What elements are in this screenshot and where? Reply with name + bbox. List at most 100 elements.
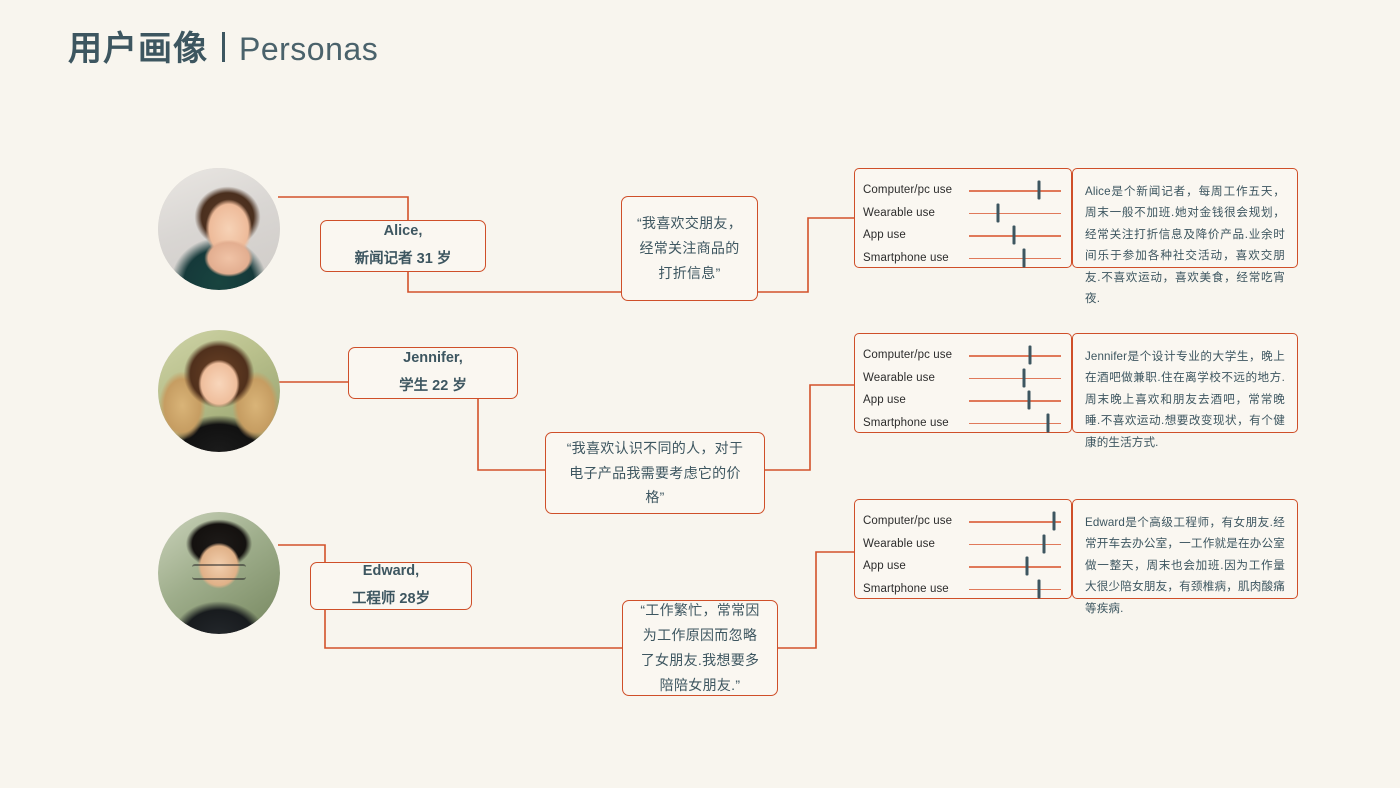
- chart-label-wearable: Wearable use: [863, 537, 935, 550]
- chart-label-wearable: Wearable use: [863, 206, 935, 219]
- track-line: [969, 190, 1061, 192]
- connector-edward-name-to-quote: [324, 610, 622, 649]
- chart-row: Computer/pc use: [863, 179, 1061, 202]
- chart-label-app: App use: [863, 229, 906, 242]
- usage-chart-alice[interactable]: Computer/pc use Wearable use App use Sma…: [854, 168, 1072, 268]
- connector-alice-photo-to-name: [278, 196, 409, 220]
- track-line: [969, 400, 1061, 402]
- persona-name-jennifer: Jennifer,: [403, 350, 463, 367]
- persona-description-jennifer: Jennifer是个设计专业的大学生，晚上在酒吧做兼职.住在离学校不远的地方.周…: [1072, 333, 1298, 449]
- connector-edward-photo-to-name: [278, 544, 326, 562]
- persona-description-text-edward: Edward是个高级工程师，有女朋友.经常开车去办公室，一工作就是在办公室做一整…: [1085, 516, 1285, 615]
- persona-role-edward: 工程师 28岁: [351, 591, 431, 607]
- persona-quote-edward: “工作繁忙，常常因为工作原因而忽略了女朋友.我想要多陪陪女朋友.”: [640, 602, 760, 693]
- chart-track-app[interactable]: [969, 555, 1061, 577]
- track-line: [969, 355, 1061, 357]
- persona-quote-jennifer: “我喜欢认识不同的人，对于电子产品我需要考虑它的价格”: [566, 439, 744, 506]
- chart-row: Computer/pc use: [863, 510, 1061, 533]
- chart-label-computer: Computer/pc use: [863, 349, 953, 362]
- chart-track-wearable[interactable]: [969, 202, 1061, 224]
- usage-chart-jennifer[interactable]: Computer/pc use Wearable use App use Sma…: [854, 333, 1072, 433]
- chart-marker-computer[interactable]: [1037, 180, 1041, 200]
- persona-quote-alice: “我喜欢交朋友，经常关注商品的打折信息”: [636, 215, 743, 281]
- chart-marker-app[interactable]: [1012, 225, 1016, 245]
- connector-edward-quote-to-chart: [778, 551, 854, 649]
- chart-row: App use: [863, 555, 1061, 578]
- chart-label-wearable: Wearable use: [863, 371, 935, 384]
- track-line: [969, 543, 1061, 546]
- chart-track-wearable[interactable]: [969, 533, 1061, 555]
- connector-alice-name-to-quote: [407, 272, 621, 293]
- track-line: [969, 257, 1061, 260]
- chart-label-app: App use: [863, 560, 906, 573]
- persona-name-box-edward[interactable]: Edward, 工程师 28岁: [310, 562, 472, 610]
- persona-name-edward: Edward,: [362, 563, 420, 580]
- chart-marker-app[interactable]: [1025, 556, 1029, 576]
- chart-row: Computer/pc use: [863, 344, 1061, 367]
- chart-row: Smartphone use: [863, 578, 1061, 601]
- chart-label-computer: Computer/pc use: [863, 515, 953, 528]
- connector-jennifer-quote-to-chart: [765, 384, 854, 471]
- page-title-cn: 用户画像: [68, 30, 208, 68]
- jennifer-avatar: [158, 330, 280, 452]
- persona-name-alice: Alice,: [383, 223, 423, 240]
- chart-track-app[interactable]: [969, 224, 1061, 246]
- connector-jennifer-name-to-quote: [477, 399, 545, 471]
- track-line: [969, 566, 1061, 568]
- chart-marker-computer[interactable]: [1052, 511, 1056, 531]
- chart-row: Wearable use: [863, 202, 1061, 225]
- persona-description-edward: Edward是个高级工程师，有女朋友.经常开车去办公室，一工作就是在办公室做一整…: [1072, 499, 1298, 615]
- persona-quote-box-jennifer[interactable]: “我喜欢认识不同的人，对于电子产品我需要考虑它的价格”: [545, 432, 765, 514]
- track-line: [969, 422, 1061, 425]
- page-title: 用户画像 Personas: [68, 30, 378, 66]
- chart-marker-wearable[interactable]: [996, 203, 1000, 223]
- chart-track-smartphone[interactable]: [969, 412, 1061, 434]
- chart-track-smartphone[interactable]: [969, 247, 1061, 269]
- chart-row: Wearable use: [863, 533, 1061, 556]
- connector-alice-quote-to-chart: [758, 217, 854, 293]
- page-title-en: Personas: [239, 31, 379, 67]
- chart-track-computer[interactable]: [969, 510, 1061, 532]
- chart-row: App use: [863, 224, 1061, 247]
- track-line: [969, 588, 1061, 591]
- chart-row: Wearable use: [863, 367, 1061, 390]
- chart-marker-smartphone[interactable]: [1037, 579, 1041, 599]
- chart-track-smartphone[interactable]: [969, 578, 1061, 600]
- edward-avatar: [158, 512, 280, 634]
- persona-role-jennifer: 学生 22 岁: [399, 378, 467, 394]
- persona-name-box-alice[interactable]: Alice, 新闻记者 31 岁: [320, 220, 486, 272]
- chart-label-app: App use: [863, 394, 906, 407]
- usage-chart-edward[interactable]: Computer/pc use Wearable use App use Sma…: [854, 499, 1072, 599]
- chart-track-computer[interactable]: [969, 344, 1061, 366]
- persona-description-text-alice: Alice是个新闻记者，每周工作五天，周末一般不加班.她对金钱很会规划，经常关注…: [1085, 185, 1285, 306]
- chart-label-smartphone: Smartphone use: [863, 251, 949, 264]
- chart-track-computer[interactable]: [969, 179, 1061, 201]
- track-line: [969, 521, 1061, 523]
- chart-marker-smartphone[interactable]: [1022, 248, 1026, 268]
- persona-quote-box-edward[interactable]: “工作繁忙，常常因为工作原因而忽略了女朋友.我想要多陪陪女朋友.”: [622, 600, 778, 696]
- chart-label-smartphone: Smartphone use: [863, 416, 949, 429]
- persona-description-text-jennifer: Jennifer是个设计专业的大学生，晚上在酒吧做兼职.住在离学校不远的地方.周…: [1085, 350, 1285, 449]
- edward-photo: [158, 512, 280, 634]
- alice-photo: [158, 168, 280, 290]
- persona-quote-box-alice[interactable]: “我喜欢交朋友，经常关注商品的打折信息”: [621, 196, 758, 301]
- chart-label-smartphone: Smartphone use: [863, 582, 949, 595]
- chart-row: Smartphone use: [863, 412, 1061, 435]
- alice-avatar: [158, 168, 280, 290]
- title-separator: [222, 32, 225, 62]
- persona-description-alice: Alice是个新闻记者，每周工作五天，周末一般不加班.她对金钱很会规划，经常关注…: [1072, 168, 1298, 305]
- chart-track-wearable[interactable]: [969, 367, 1061, 389]
- chart-marker-wearable[interactable]: [1042, 534, 1046, 554]
- chart-marker-wearable[interactable]: [1022, 368, 1026, 388]
- chart-track-app[interactable]: [969, 389, 1061, 411]
- chart-row: Smartphone use: [863, 247, 1061, 270]
- chart-marker-computer[interactable]: [1028, 345, 1032, 365]
- jennifer-photo: [158, 330, 280, 452]
- chart-marker-smartphone[interactable]: [1046, 413, 1050, 433]
- persona-role-alice: 新闻记者 31 岁: [354, 251, 452, 267]
- persona-name-box-jennifer[interactable]: Jennifer, 学生 22 岁: [348, 347, 518, 399]
- chart-row: App use: [863, 389, 1061, 412]
- track-line: [969, 377, 1061, 380]
- chart-marker-app[interactable]: [1027, 390, 1031, 410]
